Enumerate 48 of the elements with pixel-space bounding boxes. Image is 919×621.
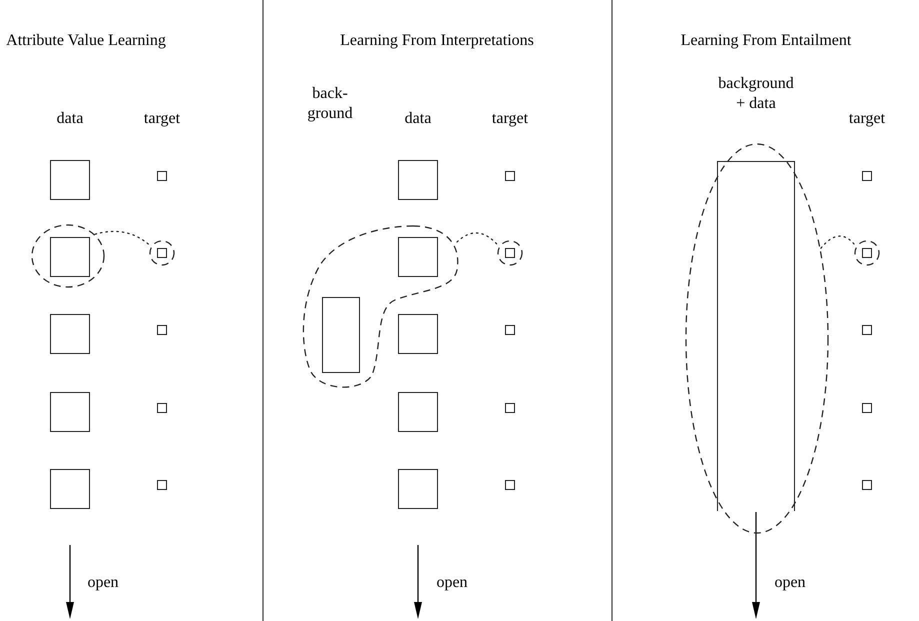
data-box	[398, 237, 438, 277]
column-heading: background + data	[717, 74, 795, 114]
panel-title: Learning From Interpretations	[340, 31, 534, 51]
target-box	[505, 171, 515, 181]
target-box	[505, 480, 515, 490]
arrow-label: open	[774, 573, 806, 593]
target-box	[862, 480, 872, 490]
column-heading: data	[56, 109, 84, 129]
panel-title: Learning From Entailment	[680, 31, 852, 51]
target-box	[157, 248, 167, 258]
dashed-ellipse	[685, 143, 829, 534]
target-box	[157, 325, 167, 335]
open-box	[717, 161, 795, 511]
data-box	[50, 469, 90, 509]
column-heading: target	[848, 109, 886, 129]
target-box	[862, 325, 872, 335]
arrow-label: open	[436, 573, 468, 593]
data-box	[398, 469, 438, 509]
target-box	[862, 248, 872, 258]
dashed-ellipse	[31, 224, 105, 288]
target-box	[157, 403, 167, 413]
panel-title: Attribute Value Learning	[6, 31, 166, 51]
dotted-connector	[456, 232, 500, 247]
target-box	[157, 480, 167, 490]
dotted-connector	[94, 230, 152, 247]
dashed-circle	[149, 240, 175, 266]
data-box	[50, 160, 90, 200]
target-box	[862, 403, 872, 413]
data-box	[398, 160, 438, 200]
data-box	[50, 314, 90, 354]
dashed-circle	[854, 240, 880, 266]
column-heading: target	[144, 109, 180, 129]
dotted-connector	[820, 236, 856, 249]
data-box	[50, 392, 90, 432]
target-box	[505, 325, 515, 335]
data-box	[50, 237, 90, 277]
arrow-label: open	[87, 573, 119, 593]
data-box	[398, 314, 438, 354]
background-box	[322, 297, 360, 373]
target-box	[862, 171, 872, 181]
dashed-circle	[497, 240, 523, 266]
target-box	[505, 403, 515, 413]
data-box	[398, 392, 438, 432]
column-heading: data	[404, 109, 432, 129]
target-box	[505, 248, 515, 258]
column-heading: target	[492, 109, 528, 129]
column-heading: back- ground	[306, 84, 354, 124]
target-box	[157, 171, 167, 181]
